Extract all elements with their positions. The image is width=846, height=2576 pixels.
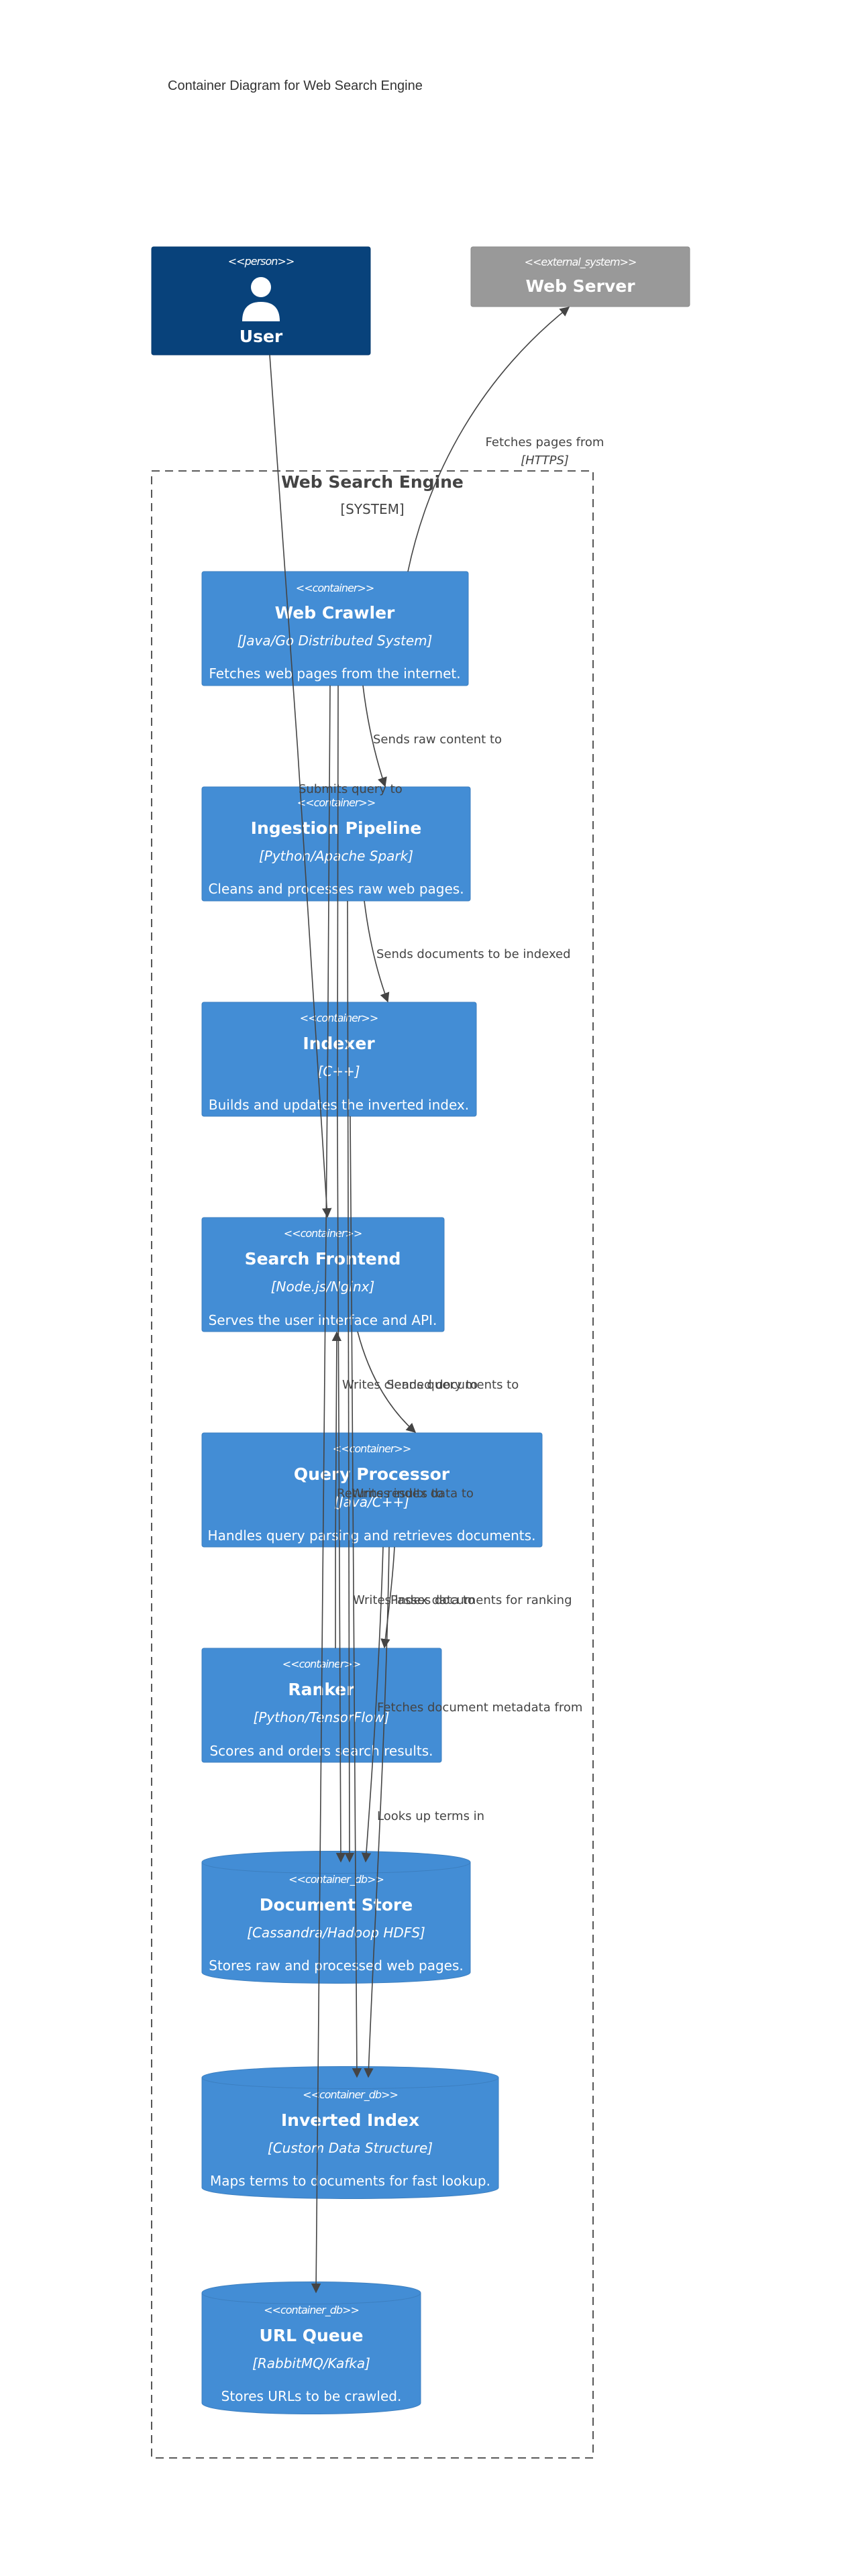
edge-crawler-to-docstore <box>335 685 346 1863</box>
indexer-container[interactable]: <<container>> Indexer [C++] Builds and u… <box>201 1002 477 1117</box>
inverted-index-db[interactable]: <<container_db>> Inverted Index [Custom … <box>201 2066 499 2199</box>
ingestion-pipeline-tech: [Python/Apache Spark] <box>259 848 413 864</box>
url-queue-db[interactable]: <<container_db>> URL Queue [RabbitMQ/Kaf… <box>201 2282 421 2414</box>
web-server-external[interactable]: <<external_system>> Web Server <box>470 246 690 307</box>
label-writes-index: Writes index data to <box>352 1487 474 1501</box>
inverted-index-name: Inverted Index <box>281 2110 419 2130</box>
edge-crawler-to-urlqueue <box>311 685 331 2294</box>
indexer-name: Indexer <box>303 1034 375 1053</box>
label-passes: Passes documents for ranking <box>390 1593 572 1607</box>
document-store-name: Document Store <box>260 1895 413 1915</box>
label-fetches-tech: [HTTPS] <box>521 453 569 468</box>
relationship-labels: Fetches pages from [HTTPS] Sends raw con… <box>299 435 604 1823</box>
person-icon <box>242 277 280 321</box>
label-submits: Submits query to <box>299 782 403 796</box>
document-store-tech: [Cassandra/Hadoop HDFS] <box>247 1925 425 1941</box>
url-queue-tech: [RabbitMQ/Kafka] <box>252 2355 370 2371</box>
inverted-index-stereotype: <<container_db>> <box>303 2088 398 2102</box>
web-crawler-tech: [Java/Go Distributed System] <box>237 633 433 649</box>
query-processor-container[interactable]: <<container>> Query Processor [Java/C++]… <box>201 1432 543 1548</box>
search-frontend-container[interactable]: <<container>> Search Frontend [Node.js/N… <box>201 1217 445 1332</box>
edge-crawler-to-ingestion <box>362 685 387 788</box>
query-processor-tech: [Java/C++] <box>334 1494 409 1510</box>
indexer-desc: Builds and updates the inverted index. <box>209 1097 469 1113</box>
label-returns: Returns results to <box>337 1487 443 1501</box>
edge-crawler-to-webserver <box>407 307 570 572</box>
indexer-stereotype: <<container>> <box>300 1012 378 1024</box>
label-sends-raw: Sends raw content to <box>373 733 502 747</box>
label-fetches: Fetches pages from <box>486 435 604 449</box>
indexer-tech: [C++] <box>317 1063 360 1079</box>
search-frontend-name: Search Frontend <box>245 1249 401 1269</box>
search-frontend-tech: [Node.js/Nginx] <box>271 1279 375 1295</box>
label-sends-docs: Sends documents to be indexed <box>376 947 571 961</box>
web-server-stereotype: <<external_system>> <box>525 256 637 269</box>
label-looks-up: Looks up terms in <box>377 1809 484 1823</box>
system-boundary: Web Search Engine [SYSTEM] <box>151 470 594 2459</box>
inverted-index-tech: [Custom Data Structure] <box>268 2140 433 2156</box>
diagram-title: Container Diagram for Web Search Engine <box>168 78 423 93</box>
edge-indexer-to-invindex <box>350 1116 362 2078</box>
user-stereotype: <<person>> <box>228 255 294 268</box>
edge-ingestion-to-indexer <box>364 900 390 1003</box>
label-writes-index-2: Writes index data to <box>353 1593 475 1607</box>
boundary-type: [SYSTEM] <box>340 501 404 517</box>
query-processor-desc: Handles query parsing and retrieves docu… <box>208 1527 536 1544</box>
edge-ranker-to-frontend <box>331 1331 342 1649</box>
web-server-name: Web Server <box>525 276 635 296</box>
label-sends-query: Sends query to <box>386 1378 478 1392</box>
edge-frontend-to-query <box>357 1331 417 1433</box>
query-processor-stereotype: <<container>> <box>333 1442 411 1455</box>
inverted-index-desc: Maps terms to documents for fast lookup. <box>210 2173 490 2189</box>
url-queue-stereotype: <<container_db>> <box>264 2304 359 2317</box>
label-writes-clean: Writes cleaned documents to <box>342 1378 519 1392</box>
web-crawler-stereotype: <<container>> <box>296 582 374 594</box>
search-frontend-stereotype: <<container>> <box>284 1227 362 1240</box>
document-store-db[interactable]: <<container_db>> Document Store [Cassand… <box>201 1851 471 1984</box>
search-frontend-desc: Serves the user interface and API. <box>209 1312 437 1328</box>
edge-query-to-ranker <box>380 1546 395 1649</box>
user-name: User <box>240 327 283 346</box>
url-queue-desc: Stores URLs to be crawled. <box>221 2388 402 2404</box>
edge-user-to-frontend <box>269 354 332 1218</box>
web-crawler-name: Web Crawler <box>275 603 395 623</box>
label-fetches-meta: Fetches document metadata from <box>377 1701 582 1715</box>
edge-query-to-invindex <box>364 1546 390 2078</box>
ingestion-pipeline-desc: Cleans and processes raw web pages. <box>208 881 464 897</box>
ingestion-pipeline-name: Ingestion Pipeline <box>251 818 422 838</box>
web-crawler-container[interactable]: <<container>> Web Crawler [Java/Go Distr… <box>201 571 469 686</box>
document-store-desc: Stores raw and processed web pages. <box>209 1957 463 1974</box>
document-store-stereotype: <<container_db>> <box>288 1873 384 1886</box>
user-person[interactable]: <<person>> User <box>151 246 371 356</box>
ingestion-pipeline-stereotype: <<container>> <box>297 796 375 809</box>
url-queue-name: URL Queue <box>260 2326 364 2345</box>
edge-query-to-docstore <box>361 1546 384 1863</box>
query-processor-name: Query Processor <box>294 1464 450 1484</box>
web-crawler-desc: Fetches web pages from the internet. <box>209 665 460 682</box>
ingestion-pipeline-container[interactable]: <<container>> Ingestion Pipeline [Python… <box>201 786 471 902</box>
